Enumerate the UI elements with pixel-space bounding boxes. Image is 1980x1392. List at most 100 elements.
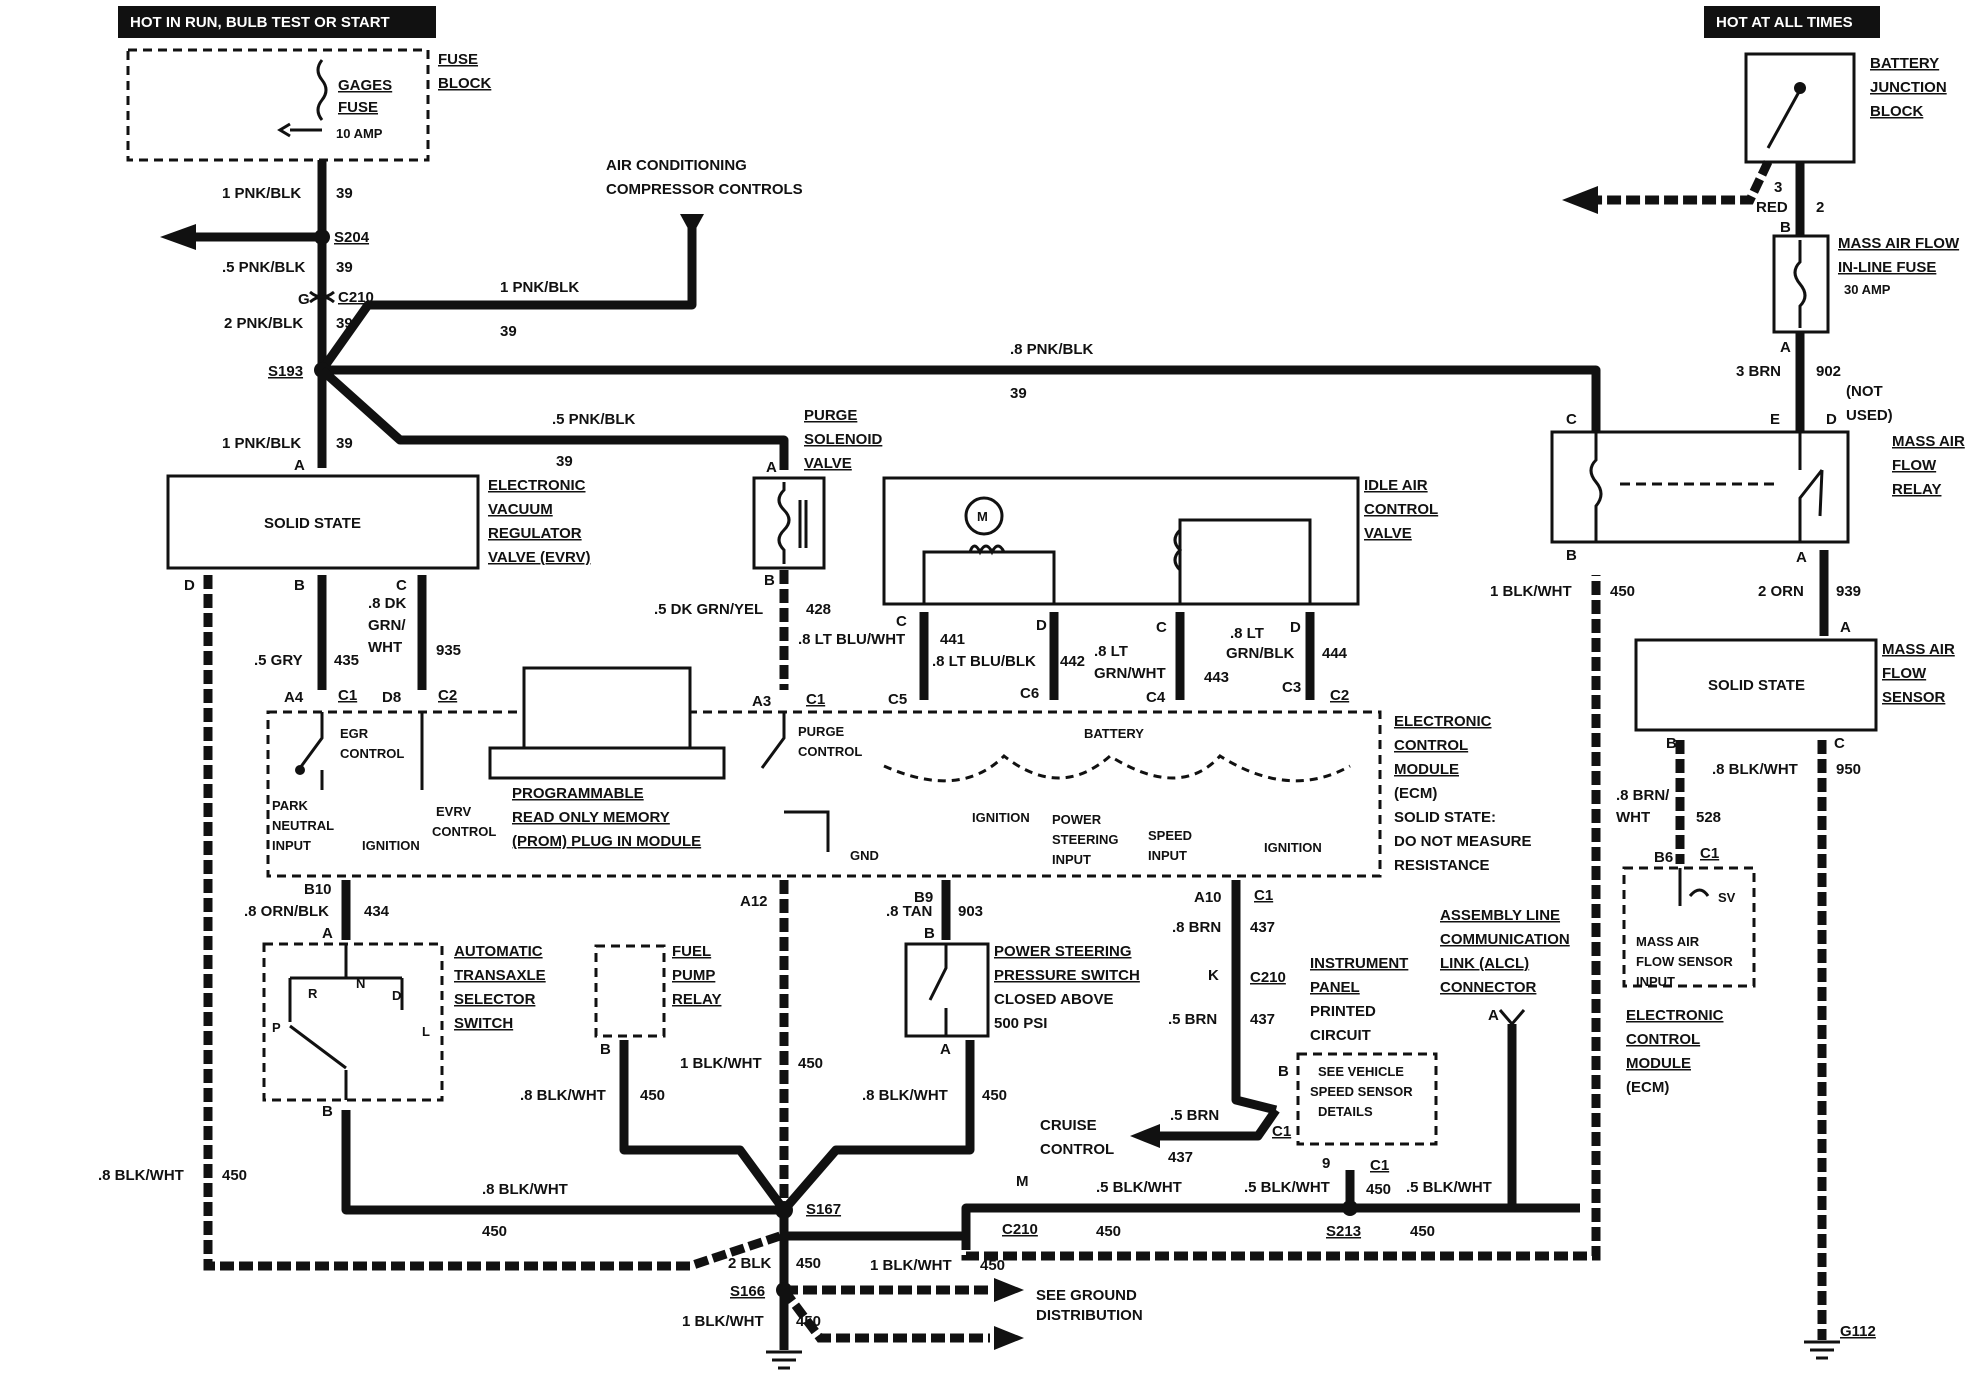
egr-label-2: CONTROL [340,746,404,761]
iac-motor [964,496,1004,536]
pin-fuel-b: B [600,1041,611,1058]
pin-purge-b: B [764,572,775,589]
wire-label-8pnkblk: .8 PNK/BLK [1010,341,1094,358]
pin-b6: B6 [1654,849,1673,866]
purge-label-3: VALVE [804,455,852,472]
ip-label-1: INSTRUMENT [1310,955,1408,972]
fuel-label-2: PUMP [672,967,715,984]
wire-circuit-441: 441 [940,631,965,648]
pin-evrv-b: B [294,577,305,594]
battery-junction-link [1766,89,1802,149]
wire-label-441: .8 LT BLU/WHT [798,631,905,648]
iac-label-1: IDLE AIR [1364,477,1428,494]
wire-label-528a: .8 BRN/ [1616,787,1670,804]
purge-label-2: SOLENOID [804,431,883,448]
pin-maf-relay-c: C [1566,411,1577,428]
prom-label-3: (PROM) PLUG IN MODULE [512,833,701,850]
battery-junction-3: BLOCK [1870,103,1923,120]
wire-circuit-528: 528 [1696,809,1721,826]
wire-label-ps-450: .8 BLK/WHT [862,1087,948,1104]
ecm-label-4: (ECM) [1394,785,1437,802]
iac-label-2: CONTROL [1364,501,1438,518]
battery-junction-dot [1794,82,1806,94]
wire-450-s213-run [784,1203,1580,1241]
pin-vss-b: B [1278,1063,1289,1080]
maf-sensor-2: FLOW [1882,665,1927,682]
wire-circuit-gnd: 450 [796,1313,821,1330]
trans-switch-lines [288,944,404,1100]
wire-label-2blk: 2 BLK [728,1255,772,1272]
trans-switch-box [262,942,444,1102]
battery-junction-2: JUNCTION [1870,79,1947,96]
wire-label-442: .8 LT BLU/BLK [932,653,1036,670]
ignition-1: IGNITION [362,838,420,853]
wire-circuit-443: 443 [1204,669,1229,686]
wire-label-5bw-a: .5 BLK/WHT [1096,1179,1182,1196]
pin-evrv-a: A [294,457,305,474]
hot-at-all-times-banner: HOT AT ALL TIMES [1704,6,1880,38]
wire-circuit-2blk: 450 [796,1255,821,1272]
park-3: INPUT [272,838,311,853]
wire-label-trans-450: .8 BLK/WHT [482,1181,568,1198]
wire-label-5bw-c: .5 BLK/WHT [1406,1179,1492,1196]
pin-d8: D8 [382,689,401,706]
pin-iac-c: C [1156,619,1167,636]
ps-input-1: POWER [1052,812,1102,827]
fuse-block-box [126,48,430,162]
pos-n: N [356,976,365,991]
maf-ecm-box-2: FLOW SENSOR [1636,954,1733,969]
wire-circuit-left-450: 450 [222,1167,247,1184]
ground-dist-arrow-2 [994,1326,1024,1350]
wire-red: RED [1756,199,1788,216]
wire-label-444b: GRN/BLK [1226,645,1294,662]
wire-450-left-loop [203,575,782,1271]
purge-ctrl-2: CONTROL [798,744,862,759]
wire-circuit-ac: 39 [500,323,517,340]
pin-iac-d: D [1290,619,1301,636]
wire-circuit-434: 434 [364,903,390,920]
trans-label-4: SWITCH [454,1015,513,1032]
connector-c1-d: C1 [1272,1123,1291,1140]
connector-c1-e: C1 [1370,1157,1389,1174]
pin-m: M [1016,1173,1029,1190]
egr-switch-pivot [295,765,305,775]
purge-label-1: PURGE [804,407,857,424]
pin-maf-relay-a: A [1796,549,1807,566]
prom-base [488,746,726,780]
pin-a3: A3 [752,693,771,710]
evrv-label-1: ELECTRONIC [488,477,586,494]
pin-maf-sensor-a: A [1840,619,1851,636]
maf-ecm-box [1622,866,1756,988]
pin-e: E [1770,411,1780,428]
wire-circuit-ps-450: 450 [982,1087,1007,1104]
wire-label-5pnkblk: .5 PNK/BLK [222,259,306,276]
alcl-connector [1498,1009,1526,1027]
wire-circuit-1bw-relay: 450 [1610,583,1635,600]
gnd-text: GND [850,848,879,863]
ps-input-2: STEERING [1052,832,1118,847]
wire-to-purge [318,366,789,470]
pin-evrv-c: C [396,577,407,594]
wire-3red-left [1596,160,1773,205]
wire-label-ac: 1 PNK/BLK [500,279,579,296]
maf-ecm-label-1: ELECTRONIC [1626,1007,1724,1024]
connector-c1-f: C1 [1700,845,1719,862]
trans-label-2: TRANSAXLE [454,967,546,984]
wire-label-443b: GRN/WHT [1094,665,1166,682]
ground-symbol-g112 [1804,1340,1840,1360]
maf-ecm-label-4: (ECM) [1626,1079,1669,1096]
connector-c1-b: C1 [806,691,825,708]
ps-label-3: CLOSED ABOVE [994,991,1113,1008]
pin-b10: B10 [304,881,332,898]
pin-purge-a: A [766,459,777,476]
wire-label-dkgrn2: GRN/ [368,617,406,634]
hot-at-all-times-text: HOT AT ALL TIMES [1716,14,1853,31]
wire-circuit-902: 902 [1816,363,1841,380]
maf-ecm-lines [1678,868,1710,906]
evrv-label-4: VALVE (EVRV) [488,549,591,566]
not-used-2: USED) [1846,407,1893,424]
wire-3: 3 [1774,179,1782,196]
ignition-3: IGNITION [1264,840,1322,855]
splice-s193-label: S193 [268,363,303,380]
pos-d: D [392,988,401,1003]
